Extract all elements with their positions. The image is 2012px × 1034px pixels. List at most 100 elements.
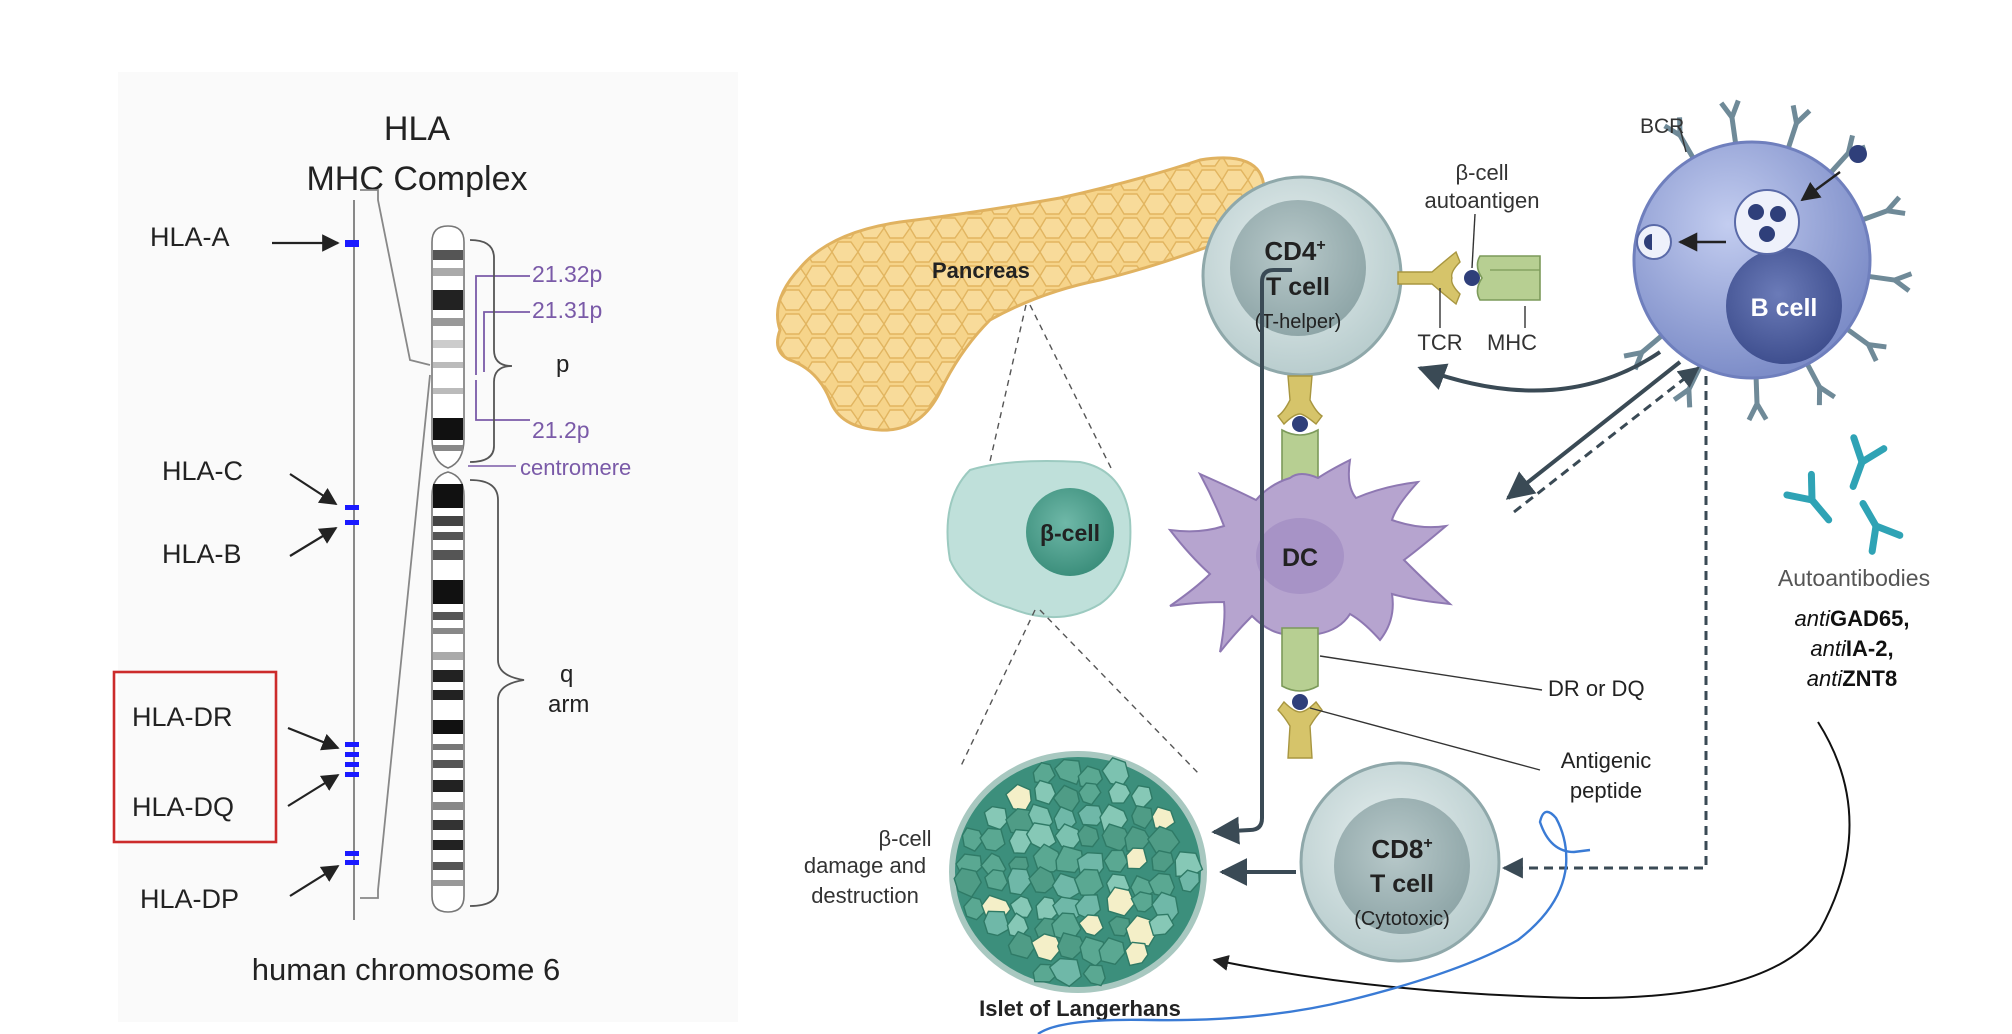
islet-cell bbox=[1032, 843, 1064, 873]
endosome-antigen-1 bbox=[1748, 204, 1764, 220]
q-arm-brace bbox=[469, 479, 525, 907]
islet-cell bbox=[1082, 964, 1106, 987]
islet-cell bbox=[1048, 957, 1082, 988]
b-cell-nucleus bbox=[1726, 248, 1842, 364]
islet-cell bbox=[963, 896, 986, 921]
islet-cell bbox=[1103, 849, 1129, 873]
peptide-pointer bbox=[1309, 707, 1541, 771]
cd4-to-islet-arrow bbox=[1211, 268, 1292, 845]
chromosome-6 bbox=[431, 225, 465, 913]
hla-dp-arrow bbox=[289, 865, 340, 897]
band-bracket-21-31p bbox=[483, 311, 530, 372]
islet-cell bbox=[1009, 895, 1034, 919]
islet-cell bbox=[1151, 849, 1175, 873]
autoantibody-to-islet-arrow bbox=[1212, 721, 1851, 1000]
chromosome-bands bbox=[433, 250, 463, 886]
mhc-label: MHC bbox=[1487, 330, 1537, 355]
cd4-label-text: CD4 bbox=[1264, 236, 1317, 266]
b-cell-label: B cell bbox=[1751, 294, 1818, 322]
cd4-t-cell-label: T cell bbox=[1266, 273, 1330, 301]
autoantibodies-label: Autoantibodies bbox=[1778, 565, 1930, 591]
antibody-target-2: antiIA-2, bbox=[1810, 636, 1893, 661]
hla-dr-arrow bbox=[287, 726, 340, 751]
islet-cell bbox=[1130, 891, 1154, 913]
band-label-21-32p: 21.32p bbox=[532, 261, 602, 287]
tcr-receptor bbox=[1397, 250, 1461, 306]
centromere-label: centromere bbox=[520, 455, 631, 480]
anti-prefix-1: anti bbox=[1795, 606, 1832, 631]
dr-dq-pointer bbox=[1319, 655, 1543, 691]
band-bracket-21-2p bbox=[475, 380, 530, 421]
endosome bbox=[1734, 189, 1800, 255]
islet-cell bbox=[1077, 782, 1102, 806]
islet-cell bbox=[1106, 886, 1136, 917]
band-label-21-31p: 21.31p bbox=[532, 297, 602, 323]
cd8-t-cell: CD8+ T cell (Cytotoxic) bbox=[1299, 761, 1501, 963]
q-arm-label-2: arm bbox=[548, 691, 589, 718]
dendritic-cell: DC bbox=[1167, 458, 1453, 653]
bcr-pointer bbox=[1679, 127, 1687, 153]
autoantigen-label-line2: autoantigen bbox=[1425, 188, 1540, 213]
p-arm-brace bbox=[469, 239, 513, 463]
islet-cell bbox=[1077, 823, 1100, 848]
zoom-line-top bbox=[360, 189, 431, 366]
zoom-dash-1 bbox=[987, 304, 1027, 471]
cd8-t-cell-label: T cell bbox=[1370, 870, 1434, 898]
hla-dp-label: HLA-DP bbox=[140, 884, 239, 914]
pancreas-shape bbox=[776, 156, 1266, 432]
hla-c-mark bbox=[345, 505, 359, 510]
free-antigen bbox=[1849, 145, 1867, 163]
antigen-cd4-dc bbox=[1292, 416, 1308, 432]
uptake-arrow bbox=[1800, 171, 1841, 202]
chromosome-caption: human chromosome 6 bbox=[252, 952, 560, 987]
tcr-dc-cd8 bbox=[1277, 700, 1323, 759]
bcr-receptor bbox=[1868, 271, 1913, 293]
islet-cell bbox=[1053, 758, 1082, 786]
antibody-target-3: antiZNT8 bbox=[1807, 666, 1897, 691]
hla-c-label: HLA-C bbox=[162, 456, 243, 486]
endosome-antigen-2 bbox=[1770, 206, 1786, 222]
islet-cell bbox=[1078, 914, 1105, 937]
islet-cell bbox=[1030, 933, 1063, 962]
islet-cell bbox=[1055, 845, 1084, 874]
cd8-role-label: (Cytotoxic) bbox=[1354, 908, 1450, 930]
antibody-target-gad65: GAD65, bbox=[1830, 606, 1909, 631]
bcr-receptor bbox=[1862, 195, 1906, 222]
hla-dq-mark-2 bbox=[345, 772, 359, 777]
dr-dq-label: DR or DQ bbox=[1548, 676, 1645, 701]
islet-cell bbox=[1033, 779, 1057, 806]
b-to-cd4-arrow bbox=[1417, 350, 1662, 393]
islet-cell bbox=[1028, 865, 1057, 894]
islet-cell bbox=[1131, 805, 1154, 830]
islet-cell bbox=[1125, 847, 1148, 870]
hla-title: HLA bbox=[384, 110, 450, 148]
islet-cell bbox=[1098, 936, 1126, 966]
bcr-receptor bbox=[1805, 363, 1837, 406]
islet-cell bbox=[1007, 930, 1036, 960]
islet-cell bbox=[984, 868, 1009, 892]
beta-cell-label: β-cell bbox=[1040, 520, 1100, 546]
hla-c-arrow bbox=[289, 473, 338, 505]
cd4-label: CD4+ bbox=[1264, 236, 1325, 266]
hla-dp-mark-2 bbox=[345, 860, 359, 865]
islet-cell bbox=[1077, 804, 1105, 827]
q-arm-label: q bbox=[560, 661, 573, 688]
b-to-dc-arrow bbox=[1505, 360, 1682, 500]
dc-cd8-connector bbox=[1277, 627, 1323, 759]
autoimmune-panel: Pancreas β-cell Islet of Langerhans β-ce… bbox=[776, 99, 1930, 1034]
islet-cells bbox=[953, 756, 1204, 988]
cd4-label-sup: + bbox=[1316, 237, 1325, 254]
mhc-complex-title: MHC Complex bbox=[306, 160, 527, 198]
band-label-21-2p: 21.2p bbox=[532, 417, 590, 443]
gene-marks bbox=[345, 240, 359, 865]
cd8-nucleus bbox=[1334, 798, 1470, 934]
mhc-receptor bbox=[1476, 255, 1541, 301]
zoom-dash-4 bbox=[1039, 609, 1201, 776]
hla-dr-label: HLA-DR bbox=[132, 702, 233, 732]
antibody-icon bbox=[1783, 470, 1833, 524]
hla-dr-mark-2 bbox=[345, 752, 359, 757]
endosome-antigen-3 bbox=[1759, 226, 1775, 242]
antibody-target-1: antiGAD65, bbox=[1795, 606, 1910, 631]
cd4-dc-connector bbox=[1276, 375, 1324, 489]
anti-prefix-2: anti bbox=[1810, 636, 1847, 661]
